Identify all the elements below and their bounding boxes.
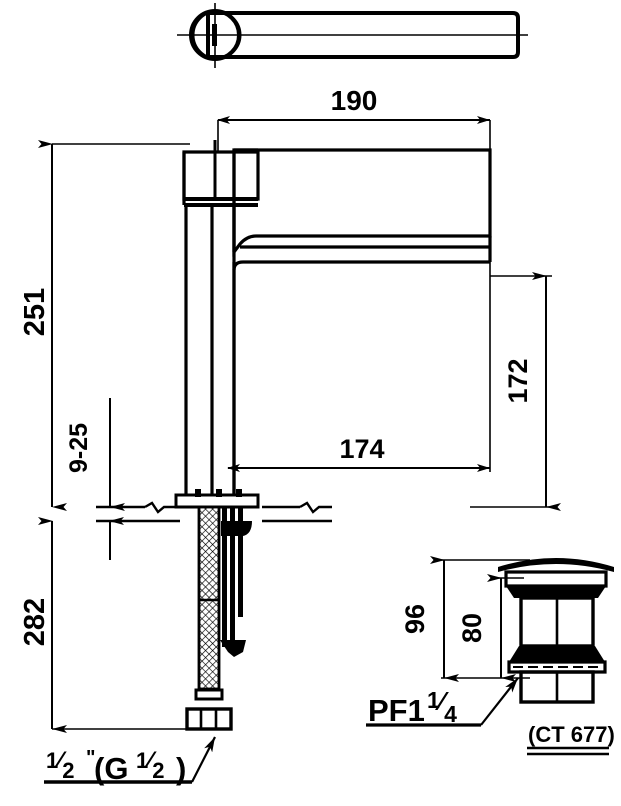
- dim174-value: 174: [339, 434, 384, 464]
- dimension-251-group: 251: [19, 140, 190, 511]
- hose-end-ferrule: [194, 688, 224, 701]
- deck-break-symbol-right-top: [299, 501, 332, 514]
- deck-break-symbol-left-top: [144, 501, 185, 514]
- inlet-inch-mark: ": [86, 747, 95, 769]
- inlet-half-denominator: 2: [62, 758, 74, 783]
- fixing-nut-block: [221, 521, 252, 536]
- dimension-282-group: 282: [19, 517, 196, 733]
- drain-fraction-denominator: 4: [444, 701, 457, 727]
- dimension-172-group: 172: [470, 272, 561, 511]
- dim925-value: 9-25: [65, 423, 93, 473]
- inlet-open-paren-g: (G: [94, 751, 128, 786]
- drain-lower-flange: [509, 646, 605, 662]
- drain-fraction-numerator: 1: [427, 687, 440, 713]
- inlet-fraction-half: 1⁄2: [46, 747, 75, 783]
- tie-rod-end-cap: [220, 640, 246, 657]
- inlet-half-numerator: 1: [46, 748, 58, 773]
- drain-thread-label-group: PF1 1⁄4: [366, 677, 519, 728]
- drain-cap-dome: [498, 558, 614, 572]
- tie-rod-right: [230, 507, 235, 647]
- dimension-174-group: 174: [227, 262, 491, 495]
- dimension-9-25-group: 9-25: [65, 398, 125, 560]
- dim251-value: 251: [19, 288, 51, 336]
- dimension-80-group: 80: [457, 574, 524, 682]
- inlet-g-half-denominator: 2: [152, 758, 164, 783]
- drain-model-code: (CT 677): [528, 722, 615, 747]
- handle-lever-bar: [206, 11, 520, 59]
- drain-cap-flare: [506, 586, 606, 598]
- inlet-connector-nut: [185, 707, 233, 731]
- faucet-front-elevation: [96, 140, 492, 731]
- shank-collar-left: [195, 489, 201, 497]
- handle-center-stem-mark: [212, 24, 217, 46]
- dim96-value: 96: [400, 604, 430, 634]
- drain-thread-prefix: PF1: [368, 693, 425, 728]
- threaded-supply-hose-overlay: [197, 505, 221, 691]
- dim190-value: 190: [331, 85, 378, 116]
- drain-model-code-group: (CT 677): [527, 722, 615, 756]
- tie-rod-left: [222, 507, 227, 647]
- inlet-g-half-numerator: 1: [136, 748, 148, 773]
- shank-collar-far-right: [236, 489, 242, 497]
- spout-upper-block: [232, 148, 492, 257]
- dim282-value: 282: [19, 598, 51, 646]
- handle-cap-circle-inner: [192, 10, 242, 60]
- shank-collar-right: [216, 489, 222, 497]
- drain-label-leader-line: [480, 677, 519, 726]
- handle-top-view: [177, 3, 528, 68]
- inlet-label-leader-line: [191, 736, 216, 783]
- dim80-value: 80: [457, 613, 487, 643]
- inlet-close-paren: ): [176, 751, 186, 786]
- dim172-value: 172: [503, 358, 533, 403]
- fixing-bolt-shaft: [238, 507, 243, 617]
